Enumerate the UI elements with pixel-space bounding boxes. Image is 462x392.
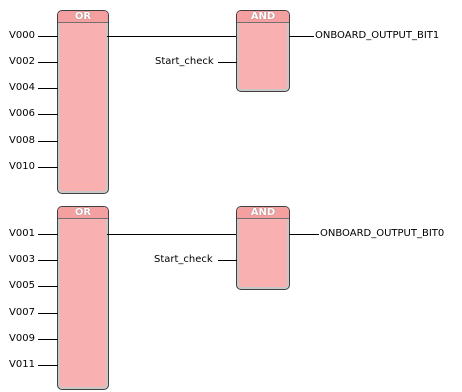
input-wire — [38, 141, 58, 142]
or-block-title: OR — [58, 207, 108, 219]
or-block-2[interactable]: OR — [57, 206, 109, 390]
input-label: V003 — [9, 254, 35, 265]
input-wire — [38, 114, 58, 115]
input-label: V006 — [9, 108, 35, 119]
input-wire — [38, 286, 58, 287]
or-block-1[interactable]: OR — [57, 10, 109, 194]
input-label: V010 — [9, 161, 35, 172]
output-label: ONBOARD_OUTPUT_BIT1 — [315, 30, 440, 41]
input-label: V001 — [9, 228, 35, 239]
input-label: V007 — [9, 307, 35, 318]
or-to-and-wire — [107, 234, 237, 235]
and-input-label: Start_check — [154, 254, 213, 265]
input-wire — [38, 36, 58, 37]
and-block-title: AND — [237, 207, 289, 219]
input-label: V005 — [9, 280, 35, 291]
input-wire — [38, 339, 58, 340]
input-label: V002 — [9, 56, 35, 67]
and-input-wire — [218, 62, 237, 63]
input-wire — [38, 365, 58, 366]
input-label: V011 — [9, 359, 35, 370]
and-block-title: AND — [237, 11, 289, 23]
input-wire — [38, 234, 58, 235]
output-label: ONBOARD_OUTPUT_BIT0 — [320, 228, 445, 239]
input-label: V009 — [9, 333, 35, 344]
and-block-1[interactable]: AND — [236, 10, 290, 92]
or-to-and-wire — [107, 36, 237, 37]
and-block-2[interactable]: AND — [236, 206, 290, 290]
input-label: V000 — [9, 30, 35, 41]
input-label: V004 — [9, 82, 35, 93]
and-input-wire — [218, 260, 237, 261]
input-wire — [38, 88, 58, 89]
input-wire — [38, 260, 58, 261]
input-label: V008 — [9, 135, 35, 146]
output-wire — [289, 36, 314, 37]
input-wire — [38, 62, 58, 63]
input-wire — [38, 167, 58, 168]
input-wire — [38, 313, 58, 314]
output-wire — [289, 234, 319, 235]
and-input-label: Start_check — [155, 56, 214, 67]
or-block-title: OR — [58, 11, 108, 23]
